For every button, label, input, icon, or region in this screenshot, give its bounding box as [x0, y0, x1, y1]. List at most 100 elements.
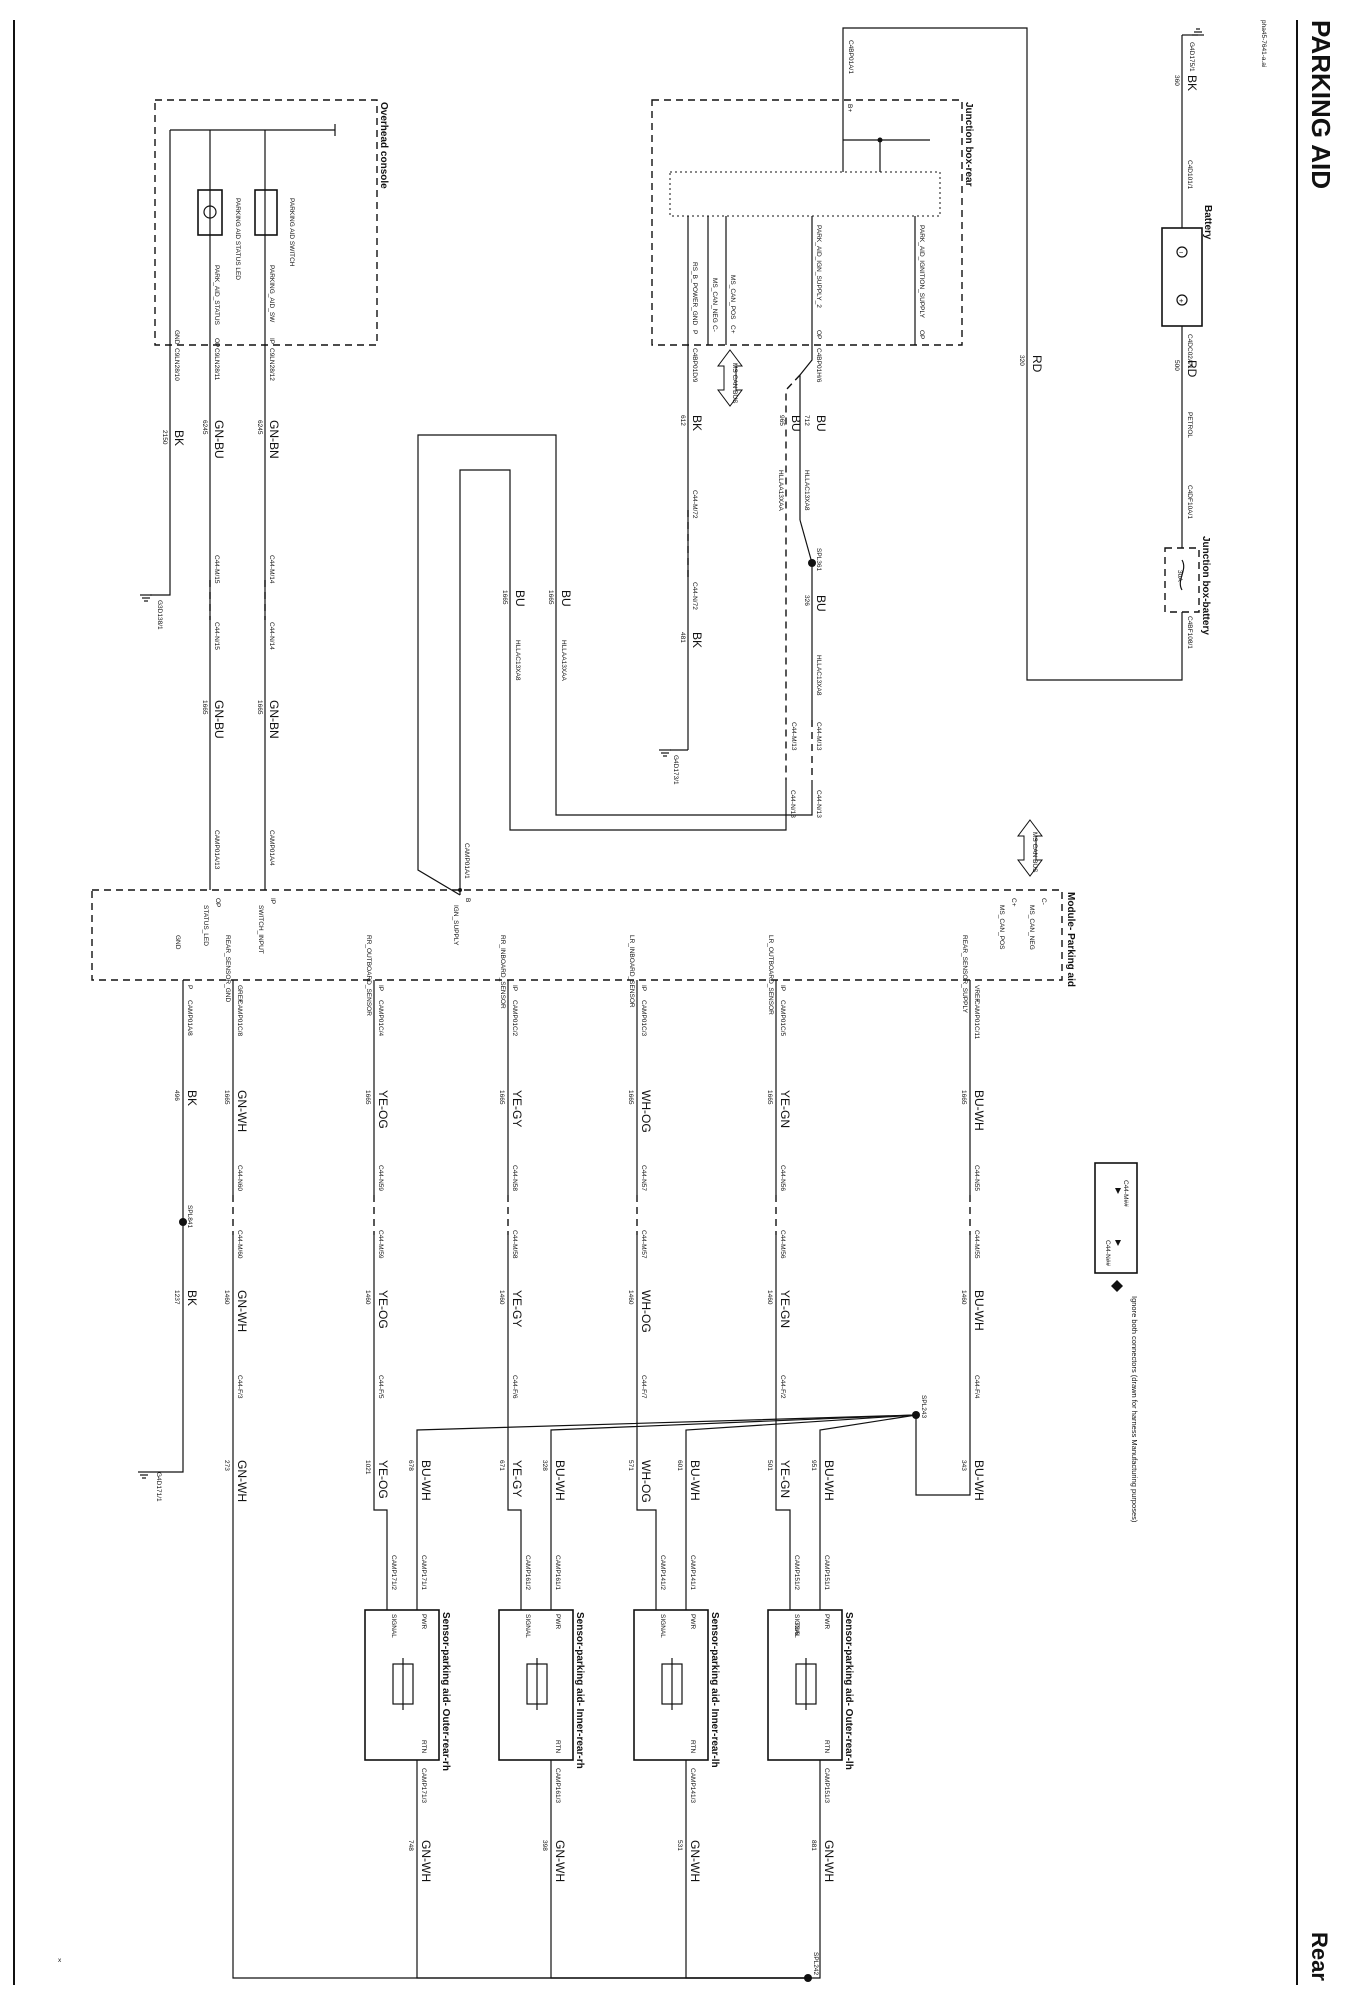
ground-icon: [137, 1471, 151, 1479]
pin-type: IP: [377, 985, 384, 991]
wire-number: 1460: [960, 1290, 967, 1305]
connector-label: C9LN28/11: [213, 348, 220, 381]
pin-type: RTN: [823, 1740, 830, 1754]
wire-bk-2150: [150, 345, 171, 596]
connector-label: C44-M/15: [213, 555, 220, 584]
wire-color: BU: [814, 595, 828, 612]
wire-color: BU-WH: [972, 1460, 986, 1501]
channel-rear-sensor-supply: VREFREAR_SENSOR_SUPPLYCAMP01C/11BU-WH166…: [960, 935, 986, 1501]
ground-icon: [139, 594, 153, 602]
switch-label: PARKING AID SWITCH: [288, 198, 295, 267]
wire-number: 601: [676, 1460, 683, 1471]
pin-type: C+: [1010, 898, 1017, 907]
wire-number: 748: [407, 1840, 414, 1851]
svg-text:+: +: [1179, 296, 1184, 305]
jb-rear-internal: [669, 171, 941, 217]
connector-label: C44-F/6: [511, 1375, 518, 1399]
legend-note: [916, 1262, 1096, 1322]
connector-label: C44-N57: [640, 1165, 647, 1191]
wire-number: 712: [803, 415, 810, 426]
legend-connector-a: C44-M##: [1115, 1180, 1129, 1207]
pin-name: MS_CAN_POS: [729, 275, 736, 320]
pin-name: PARKING_AID_SW: [268, 265, 275, 323]
connector-label: C44-M/72: [691, 490, 698, 519]
connector-label: C44-F/7: [640, 1375, 647, 1399]
battery-pos-terminal: [1176, 294, 1188, 306]
wire-color: BU-WH: [688, 1460, 702, 1501]
connector-label: CAMP141/2: [659, 1555, 666, 1590]
page-mark: x: [58, 1957, 62, 1964]
wire-number: 965: [778, 415, 785, 426]
wire-bu-1665-b: [459, 469, 787, 895]
connector-label: CAMP171/2: [390, 1555, 397, 1590]
wire-bu-712: [799, 345, 813, 520]
wire-number: 1665: [223, 1090, 230, 1105]
pin-name: MS_CAN_NEG: [1028, 905, 1035, 950]
wire-number: 343: [960, 1460, 967, 1471]
connector-label: CAMP01C/11: [973, 1000, 980, 1040]
connector-label: CAMP141/1: [689, 1555, 696, 1590]
pin-alt: T2/6: [793, 1622, 800, 1635]
sensor-label: Sensor-parking aid- Outer-rear-lh: [843, 1612, 854, 1770]
channel-rear-sensor-gnd: GREFREAR_SENSOR_GNDCAMP01C/8GN-WH1665C44…: [223, 935, 249, 1502]
wire-color: GN-WH: [235, 1460, 249, 1502]
connector-label: CAMP141/3: [689, 1768, 696, 1803]
wire-number: 1665: [501, 590, 508, 605]
legend-box: [1094, 1162, 1138, 1274]
svg-text:MS CAN BUS: MS CAN BUS: [1031, 832, 1038, 873]
drawing-code: pha45-7641-a.ai: [1260, 20, 1267, 67]
pin-type: OP: [214, 898, 221, 907]
svg-text:C44-M##: C44-M##: [1122, 1180, 1129, 1207]
pin-type: IP: [269, 898, 276, 904]
pin-type: C+: [729, 325, 736, 334]
pin-type: IP: [511, 985, 518, 991]
connector-label: CAMP01C/3: [640, 1000, 647, 1037]
channel-rr-outboard-sensor: IPRR_OUTBOARD_SENSORCAMP01C/4YE-OG1665C4…: [364, 935, 390, 1499]
wire-color: GN-WH: [822, 1840, 836, 1882]
connector-label: C44-M/56: [779, 1230, 786, 1259]
pin-type: OP: [918, 330, 925, 339]
sensor-label: Sensor-parking aid- Inner-rear-lh: [709, 1612, 720, 1768]
connector-label: C44-F/4: [973, 1375, 980, 1399]
pin-type: PWR: [823, 1614, 830, 1629]
wire-number: 1460: [498, 1290, 505, 1305]
jb-battery-label: Junction box-battery: [1200, 536, 1211, 635]
wire-color: YE-OG: [376, 1090, 390, 1129]
wire-color: BU: [513, 590, 527, 607]
connector-label: C4DC02A/1: [1186, 334, 1193, 369]
splice-label: SPL841: [186, 1205, 193, 1229]
channel-lr-outboard-sensor: IPLR_OUTBOARD_SENSORCAMP01C/5YE-GN1665C4…: [766, 935, 792, 1498]
connector-label: CAMP151/3: [823, 1768, 830, 1803]
svg-text:−: −: [1179, 248, 1184, 257]
pin-name: PARK_AID_IGNITION_SUPPLY: [918, 225, 925, 319]
wire-color: BU-WH: [972, 1090, 986, 1131]
ground-label-4: G4D171/1: [155, 1472, 162, 1502]
connector-label: CAMP01C/8: [236, 1000, 243, 1037]
wire-color: BU-WH: [972, 1290, 986, 1331]
pin-name: STATUS_LED: [202, 905, 209, 946]
pin-type: IP: [640, 985, 647, 991]
harness-label: HLLAC13XA8: [514, 640, 521, 681]
wire-number: 1665: [364, 1090, 371, 1105]
wire-rd-320: [842, 27, 1183, 681]
connector-label: C44-N56: [779, 1165, 786, 1191]
wire-number: 6245: [256, 420, 263, 435]
wire-number: 2150: [161, 430, 168, 445]
parking-aid-status-led: [197, 189, 223, 236]
wire-number: 881: [810, 1840, 817, 1851]
splice-label: SPL361: [815, 548, 822, 572]
pin-type: RTN: [554, 1740, 561, 1754]
wire-color: BK: [690, 415, 704, 431]
connector-label: C44-M/60: [236, 1230, 243, 1259]
connector-label: C44-M/57: [640, 1230, 647, 1259]
connector-label: C44-F/2: [779, 1375, 786, 1399]
ground-icon: [658, 749, 672, 757]
pin-name: PARK_AID_STATUS: [213, 265, 220, 326]
wire-tag: PETROL: [1186, 412, 1193, 438]
connector-label: C44-M/58: [511, 1230, 518, 1259]
wire-color: WH-OG: [639, 1460, 653, 1503]
connector-label: CAMP151/1: [823, 1555, 830, 1590]
connector-label: CAMP01A/4: [268, 830, 275, 866]
